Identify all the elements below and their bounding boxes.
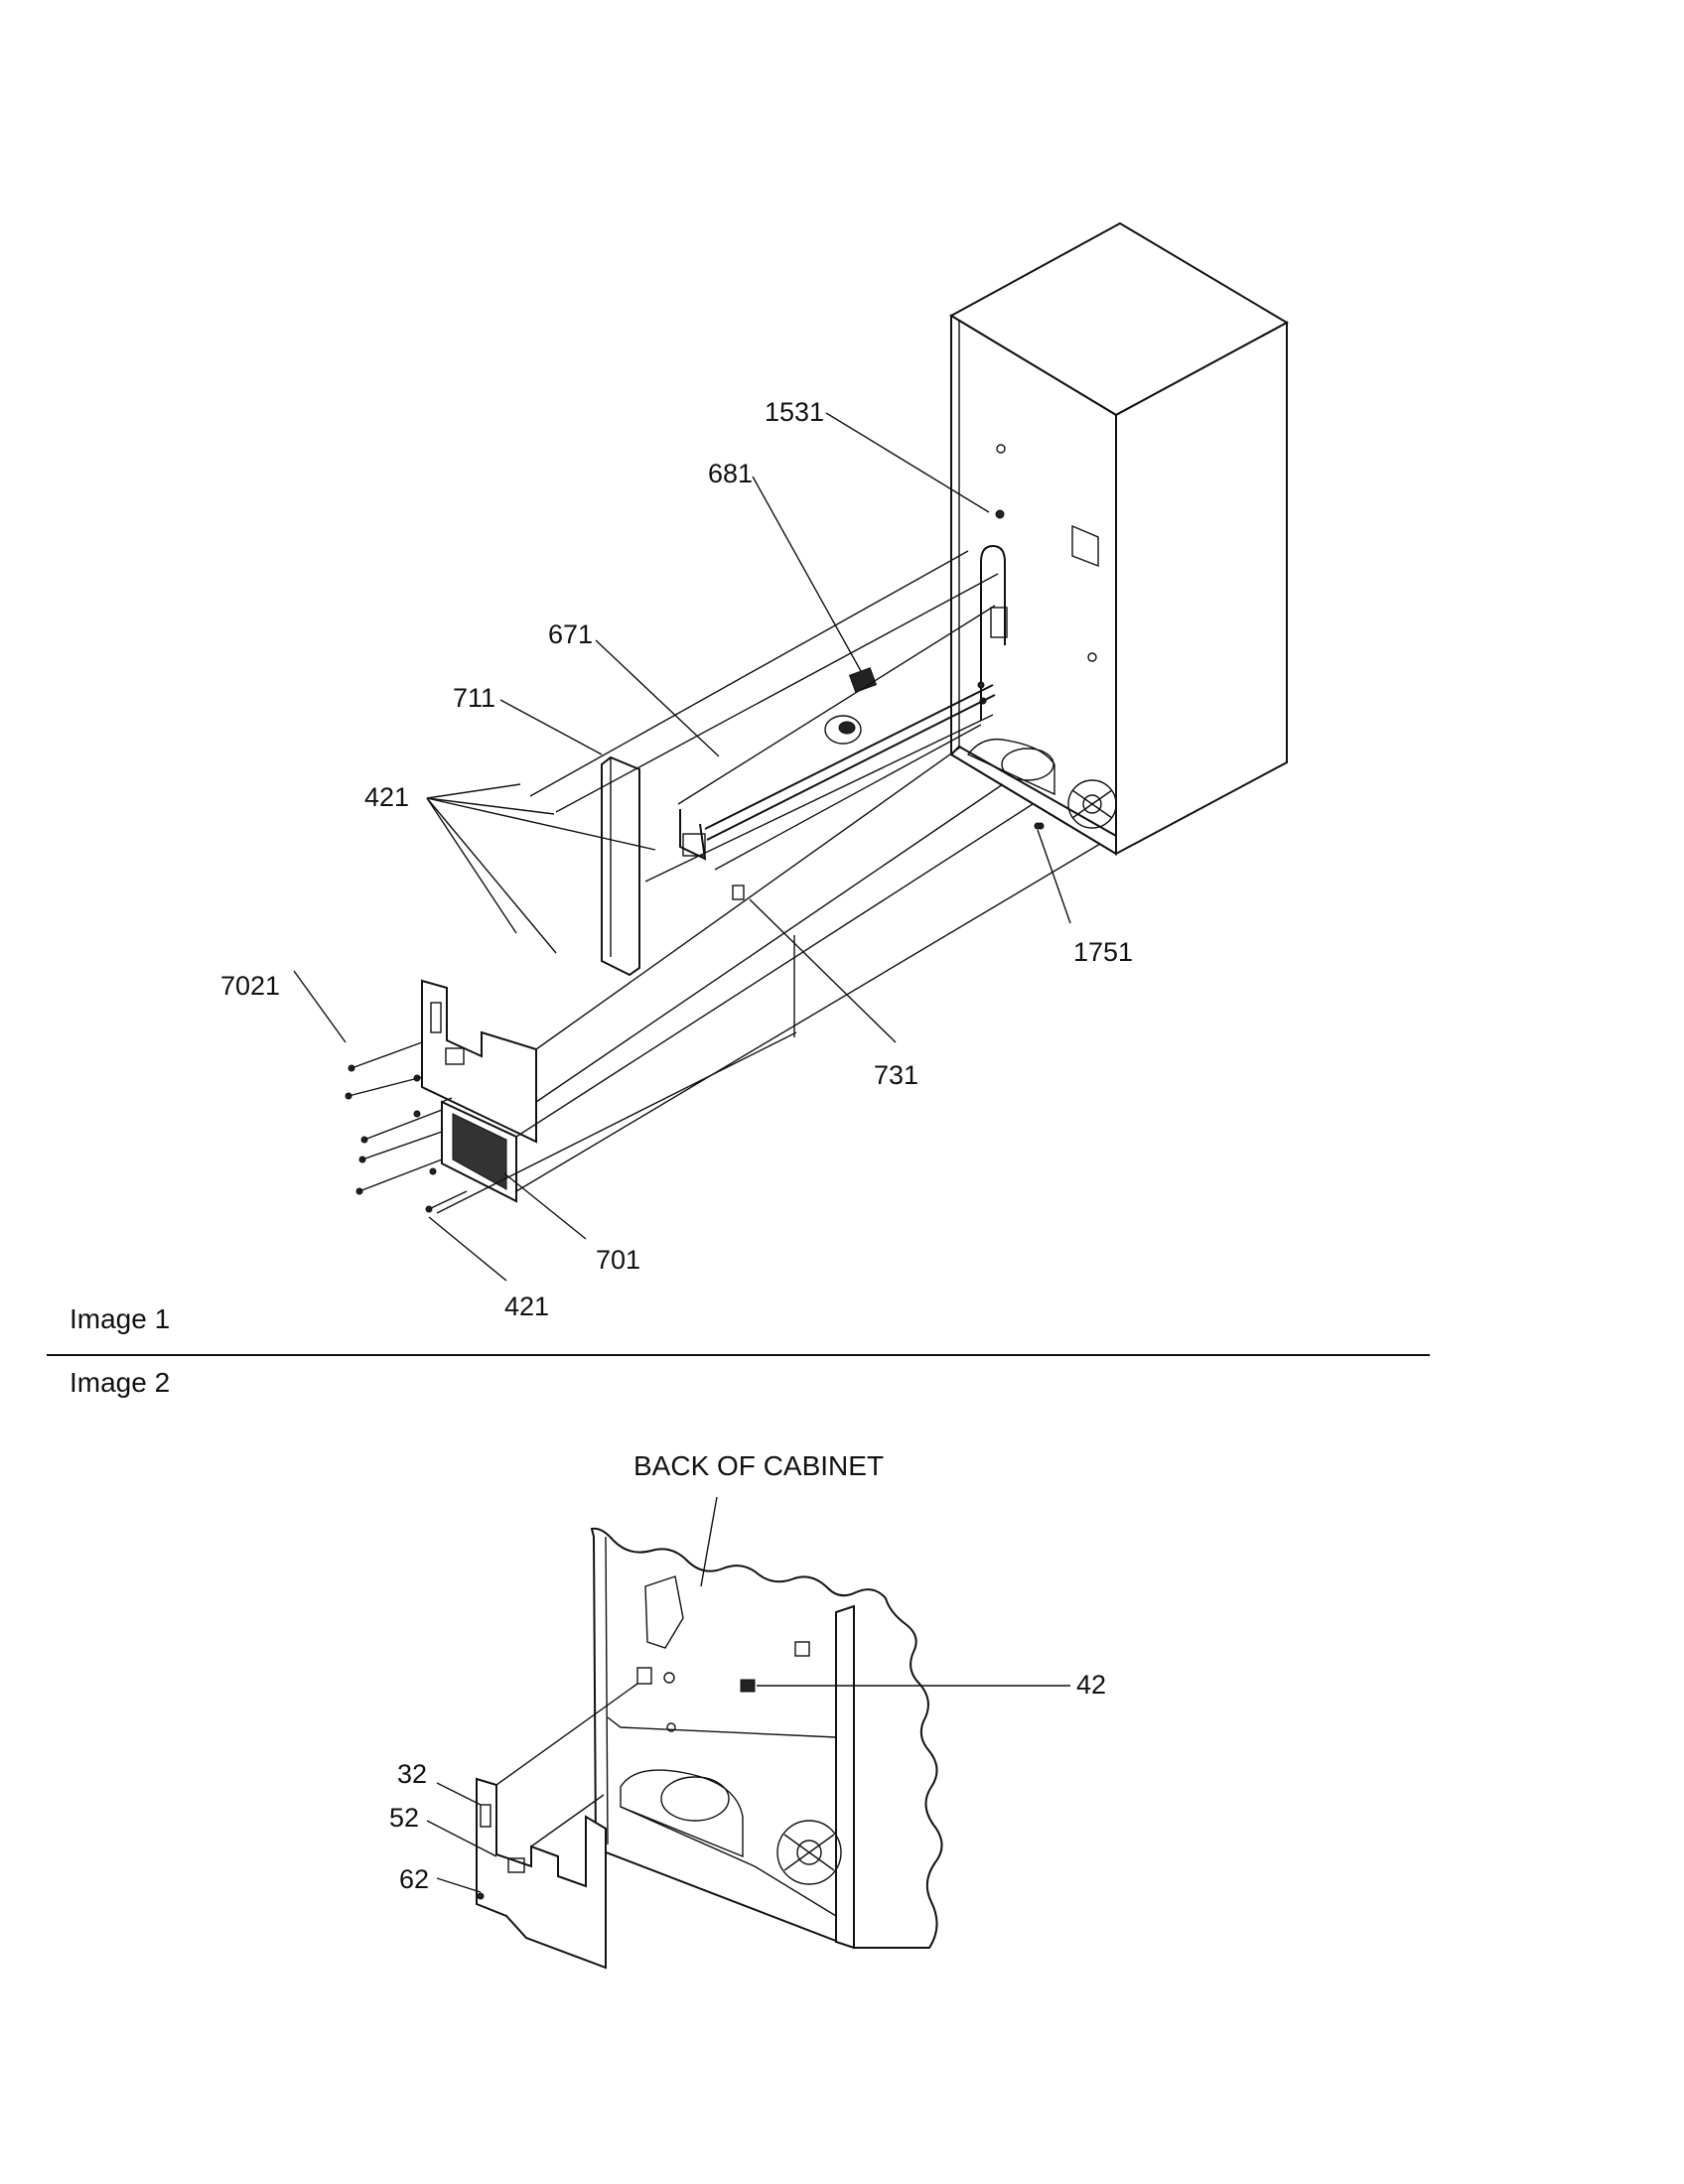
callout-681: 681 [708,459,753,488]
callout-711: 711 [453,683,495,713]
callout-671: 671 [548,619,593,649]
tube-assembly-671 [679,684,996,861]
callout-1531: 1531 [765,397,824,427]
clip-681 [848,667,878,693]
callout-701: 701 [596,1245,640,1275]
cabinet-panel-711 [601,755,640,977]
callout-7021: 7021 [220,971,280,1001]
callout-42: 42 [1076,1670,1106,1700]
exploded-view-lines [348,550,1101,1214]
image2-drawing [426,1496,1070,1970]
callout-421-upper: 421 [364,782,409,812]
image1-caption: Image 1 [70,1303,170,1334]
leader-lines [293,412,1071,1282]
image2-caption: Image 2 [70,1367,170,1398]
grille-701 [441,1097,517,1203]
callout-32: 32 [397,1759,427,1789]
refrigerator-cabinet [948,221,1290,856]
callout-1751: 1751 [1073,937,1133,967]
grommet-part [824,715,862,745]
back-of-cabinet-title: BACK OF CABINET [633,1450,884,1481]
callout-421-lower: 421 [504,1292,549,1321]
callout-731: 731 [874,1060,918,1090]
image1-drawing [293,221,1290,1282]
part-731 [732,885,745,900]
callout-52: 52 [389,1803,419,1833]
callout-62: 62 [399,1864,429,1894]
bracket-7021 [421,979,537,1144]
